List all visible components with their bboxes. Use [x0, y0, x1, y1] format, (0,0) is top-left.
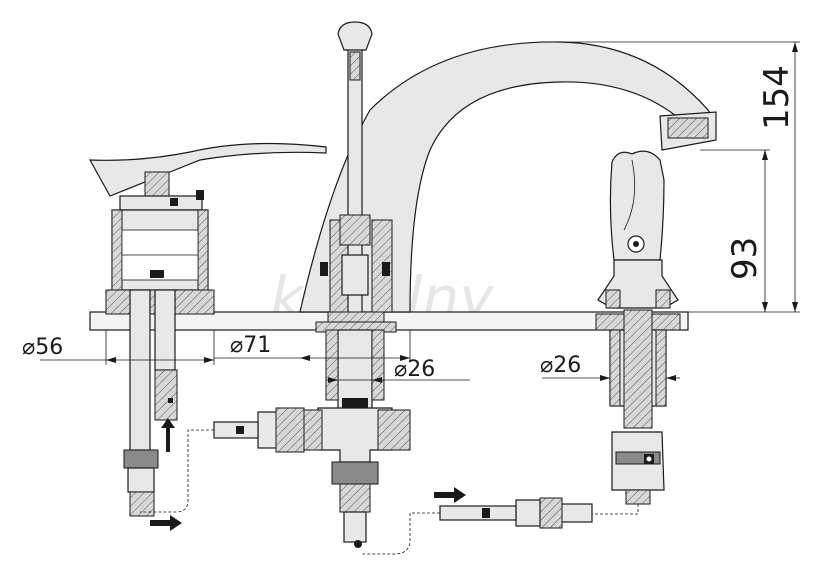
dim-label-71: ⌀71 — [230, 333, 271, 358]
dimension-56: ⌀56 — [22, 330, 215, 365]
spout-body — [299, 21, 717, 548]
dim-label-93: 93 — [725, 237, 765, 280]
dim-label-26-center: ⌀26 — [394, 357, 435, 382]
hand-shower — [595, 150, 681, 505]
handle-assembly — [88, 142, 327, 517]
dimension-71: ⌀71 — [214, 330, 411, 362]
dim-label-56: ⌀56 — [22, 335, 63, 360]
dimension-heights: 154 93 — [560, 41, 800, 313]
dimension-26-center: ⌀26 — [326, 357, 470, 383]
dimension-26-right: ⌀26 — [540, 353, 680, 381]
hose-shower — [362, 487, 639, 555]
dim-label-154: 154 — [757, 65, 797, 130]
dim-label-26-right: ⌀26 — [540, 353, 581, 378]
hose-left — [140, 407, 305, 531]
